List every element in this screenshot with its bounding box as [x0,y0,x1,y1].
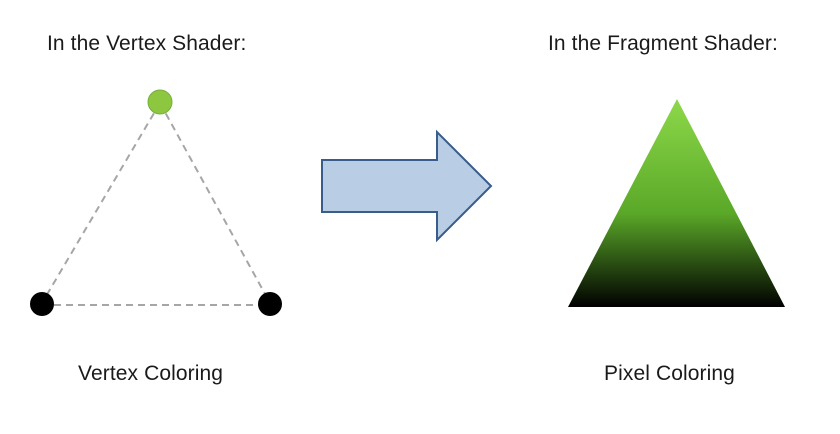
vertex-bottom-left-dot [30,292,54,316]
vertex-shader-heading: In the Vertex Shader: [47,32,247,55]
vertex-bottom-right-dot [258,292,282,316]
triangle-edge-left [41,102,161,304]
triangle-edge-right [159,102,271,304]
pixel-colored-triangle [568,99,785,307]
fragment-shader-heading: In the Fragment Shader: [548,32,778,55]
vertex-top-dot [147,89,173,115]
pixel-coloring-caption: Pixel Coloring [604,362,735,385]
right-arrow-icon [321,129,493,243]
vertex-coloring-caption: Vertex Coloring [78,362,224,385]
vertex-triangle [30,89,282,316]
